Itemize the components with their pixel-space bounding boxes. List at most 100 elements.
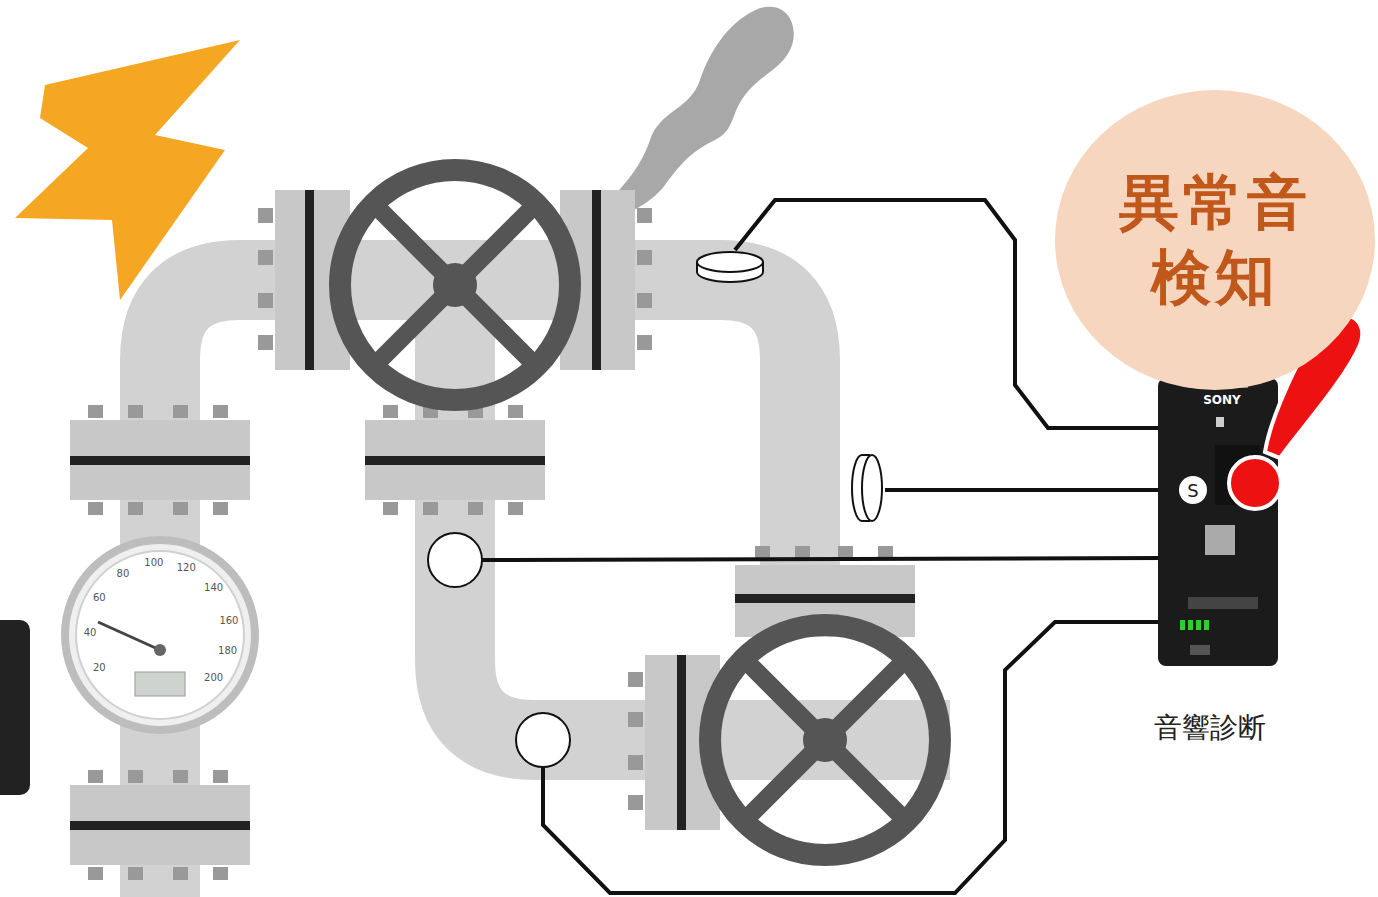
valve <box>748 663 902 817</box>
spresense-board <box>1180 620 1185 630</box>
pipe-flange <box>213 405 228 418</box>
valve <box>258 170 652 400</box>
acoustic-sensor <box>428 533 482 587</box>
valve <box>628 672 643 687</box>
gauge-number: 100 <box>144 557 163 568</box>
gauge-number: 180 <box>218 645 237 656</box>
valve <box>628 755 643 770</box>
valve <box>378 208 532 362</box>
spresense-board: S <box>1187 480 1198 501</box>
spresense-board: S <box>1158 378 1278 666</box>
sensor-wire <box>482 558 1165 560</box>
spresense-board <box>1158 378 1278 666</box>
spresense-board <box>1205 525 1235 555</box>
pipe-flange <box>365 420 545 500</box>
valve <box>305 190 314 370</box>
steam-leak <box>595 7 794 222</box>
board-caption: 音響診断 <box>1154 709 1266 747</box>
pipe-flange <box>365 456 545 465</box>
bubble-shape <box>1055 90 1375 390</box>
pipe-flange <box>128 405 143 418</box>
pipe-flange <box>383 405 398 418</box>
valve <box>628 712 643 727</box>
pipe-flange <box>70 821 250 830</box>
pipe-flange <box>508 405 523 418</box>
spresense-board <box>1179 476 1207 504</box>
spresense-board <box>1204 620 1209 630</box>
valve <box>340 170 570 400</box>
valve <box>637 250 652 265</box>
spresense-board <box>1190 645 1210 655</box>
pipe-flange <box>70 785 250 865</box>
valve <box>677 655 686 830</box>
acoustic-sensor <box>697 252 763 272</box>
spresense-board <box>1196 620 1201 630</box>
pipe-flange <box>878 546 893 558</box>
valve <box>258 293 273 308</box>
pipe-flange <box>173 770 188 783</box>
pipe-flange <box>70 456 250 465</box>
valve <box>258 208 273 223</box>
pipe-flange <box>795 546 810 558</box>
acoustic-sensor <box>516 713 570 767</box>
valve <box>748 663 902 817</box>
pressure-gauge <box>98 622 160 650</box>
valve <box>628 625 940 855</box>
valve <box>637 335 652 350</box>
pipe-flange <box>468 502 483 515</box>
device-edge <box>0 620 30 795</box>
valve <box>258 250 273 265</box>
pipe-flange <box>128 867 143 880</box>
sensor-wire <box>543 622 1165 893</box>
valve <box>592 190 601 370</box>
valve <box>258 335 273 350</box>
pressure-gauge <box>135 672 185 696</box>
speech-bubble: 異常音 検知 <box>1055 90 1375 390</box>
sensor-wire <box>482 200 1165 893</box>
brand-name: SONY <box>1203 393 1241 407</box>
gauge-number: 80 <box>117 567 130 578</box>
pipe-flange <box>213 502 228 515</box>
gauge-number: 60 <box>93 592 106 603</box>
pipe-flange <box>213 867 228 880</box>
pipe-flange <box>173 405 188 418</box>
pipe-flange <box>383 502 398 515</box>
pipe <box>160 280 950 897</box>
steam-leak <box>595 7 794 222</box>
spresense-board <box>1188 620 1193 630</box>
node-text-group: 異常音 検知 <box>1110 165 1320 315</box>
pipe-flange <box>213 770 228 783</box>
pipe-flange <box>735 594 915 603</box>
pipe-flange <box>508 502 523 515</box>
gauge-number: 120 <box>177 562 196 573</box>
gauge-number: 20 <box>93 662 106 673</box>
valve <box>803 718 847 762</box>
pipe-flange <box>88 770 103 783</box>
valve <box>378 208 532 362</box>
valve <box>637 208 652 223</box>
pipe-flange <box>88 405 103 418</box>
pipe-flange <box>755 546 770 558</box>
pipe-flange <box>88 867 103 880</box>
bubble-outline <box>1055 90 1375 390</box>
acoustic-sensor <box>862 455 882 521</box>
sensor-wire <box>885 488 1165 492</box>
alert-mark <box>1229 457 1281 509</box>
device-edge <box>0 620 30 795</box>
spresense-board <box>1188 597 1258 609</box>
pipe-flange <box>423 502 438 515</box>
pipe-flange <box>88 502 103 515</box>
valve <box>433 263 477 307</box>
pipe-flange <box>128 502 143 515</box>
gauge-number: 160 <box>219 614 238 625</box>
acoustic-sensor <box>428 252 882 767</box>
pipe-flange <box>173 502 188 515</box>
gauge-number: 140 <box>204 582 223 593</box>
gauge-number: 200 <box>204 671 223 682</box>
valve <box>628 795 643 810</box>
gauge-number: 40 <box>84 627 97 638</box>
spresense-board <box>1216 417 1224 427</box>
pressure-gauge <box>76 551 244 719</box>
pipe-flange <box>173 867 188 880</box>
